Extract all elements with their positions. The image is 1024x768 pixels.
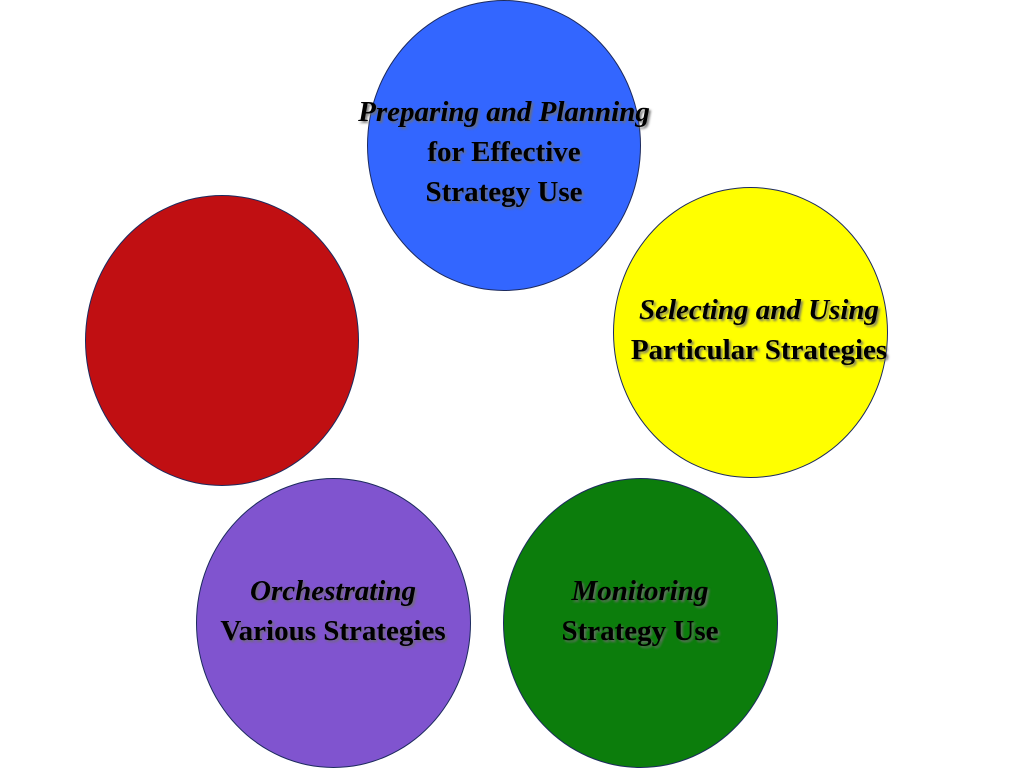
label-orchestrating: Orchestrating Various Strategies [220, 571, 445, 651]
label-orchestrating-line1: Orchestrating [250, 575, 416, 607]
label-monitoring: Monitoring Strategy Use [561, 571, 718, 651]
label-preparing-line1: Preparing and Planning [358, 96, 650, 128]
label-monitoring-line1: Monitoring [571, 575, 709, 607]
label-preparing-line2: for Effective [427, 136, 581, 168]
circle-preparing-planning [367, 0, 641, 291]
circle-red-empty [85, 195, 359, 486]
label-orchestrating-line2: Various Strategies [220, 615, 446, 647]
label-preparing-planning: Preparing and Planning for Effective Str… [358, 92, 650, 212]
circle-monitoring [503, 478, 778, 768]
label-preparing-line3: Strategy Use [425, 176, 583, 208]
circle-selecting-using [613, 187, 888, 478]
label-selecting-line2: Particular Strategies [630, 334, 888, 366]
label-selecting-line1: Selecting and Using [638, 294, 880, 326]
label-selecting-using: Selecting and Using Particular Strategie… [631, 290, 887, 370]
label-monitoring-line2: Strategy Use [561, 615, 719, 647]
